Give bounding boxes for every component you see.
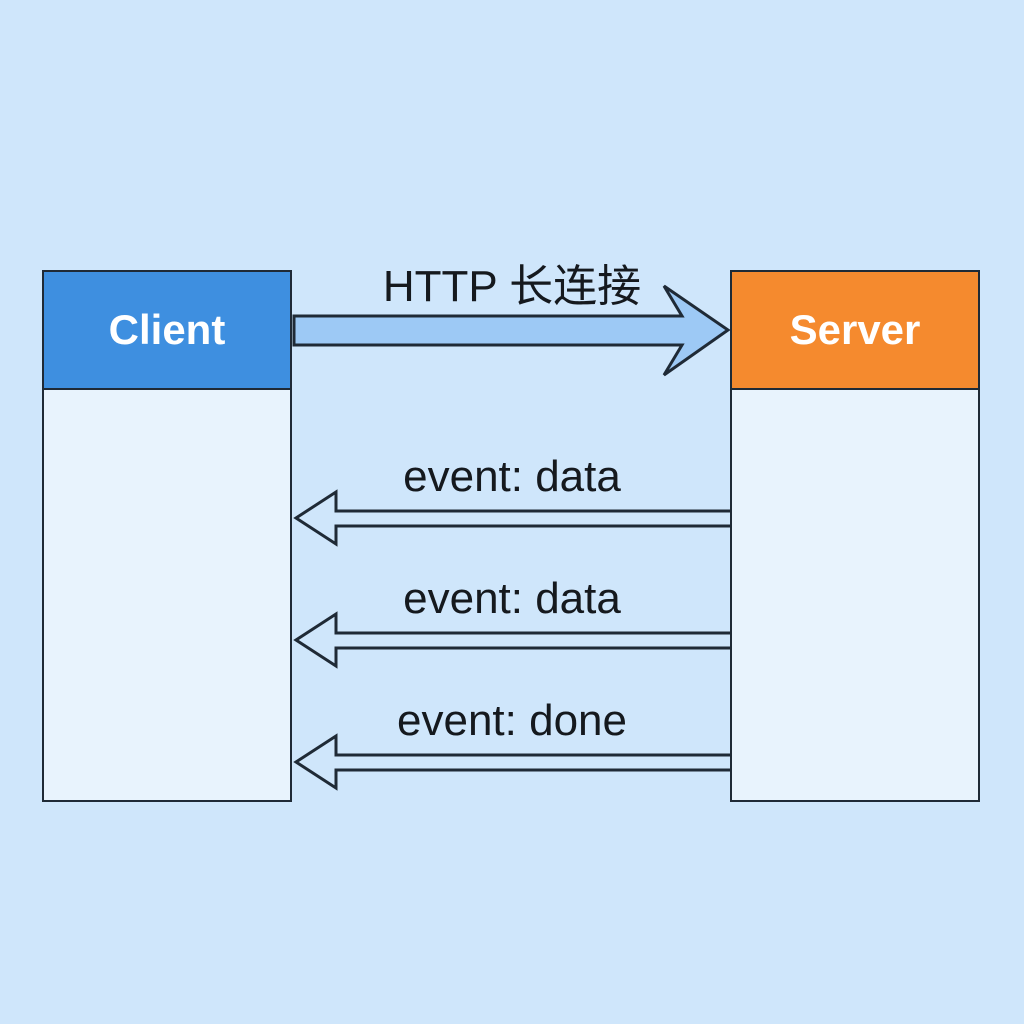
event-arrow-1: [293, 489, 730, 547]
event-label-3: event: done: [397, 696, 627, 745]
event-label-1: event: data: [403, 452, 621, 501]
event-arrow-2: [293, 611, 730, 669]
server-title: Server: [732, 272, 978, 390]
event-arrow-3: [293, 733, 730, 791]
client-title: Client: [44, 272, 290, 390]
request-arrow: [292, 284, 731, 377]
client-box: Client: [42, 270, 292, 802]
request-label: HTTP 长连接: [382, 262, 642, 311]
server-box: Server: [730, 270, 980, 802]
event-label-2: event: data: [403, 574, 621, 623]
